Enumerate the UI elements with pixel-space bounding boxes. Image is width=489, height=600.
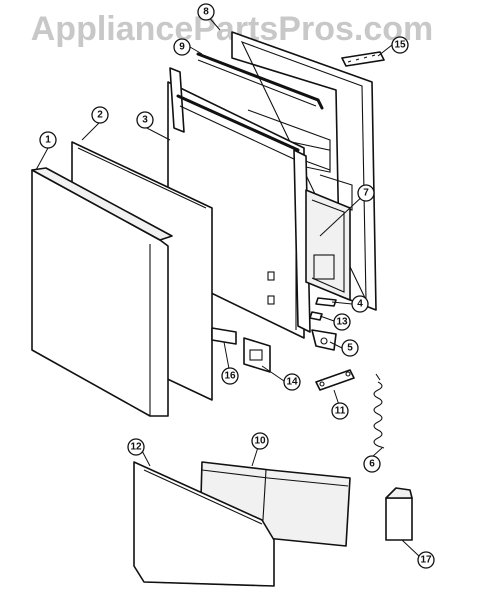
- part-13-screw: [309, 311, 323, 321]
- part-17-bracket: [385, 487, 413, 541]
- callout-2: 2: [91, 106, 109, 124]
- callout-7: 7: [357, 184, 375, 202]
- leader-lines: [35, 13, 421, 558]
- callout-14-label: 14: [286, 377, 298, 388]
- callout-8: 8: [197, 3, 215, 21]
- callout-13-label: 13: [336, 317, 348, 328]
- callout-15-label: 15: [394, 40, 406, 51]
- part-14-latch-plate: [243, 337, 271, 373]
- part-11-link: [315, 369, 355, 391]
- callout-1: 1: [39, 131, 57, 149]
- part-9-top-bracket: [196, 52, 324, 110]
- callout-9: 9: [173, 38, 191, 56]
- callout-12-label: 12: [130, 442, 142, 453]
- callout-5: 5: [341, 339, 359, 357]
- part-16-clip: [211, 327, 237, 345]
- callout-17-label: 17: [420, 555, 432, 566]
- callout-4: 4: [351, 295, 369, 313]
- callout-13: 13: [333, 313, 351, 331]
- callout-5-label: 5: [347, 343, 353, 354]
- callout-16: 16: [221, 367, 239, 385]
- callout-8-label: 8: [203, 7, 209, 18]
- callout-3-label: 3: [142, 115, 148, 126]
- part-6-door-spring: [373, 373, 385, 449]
- callout-4-label: 4: [357, 299, 363, 310]
- part-15-vent: [341, 51, 385, 67]
- callout-11: 11: [331, 402, 349, 420]
- callout-14: 14: [283, 373, 301, 391]
- callout-11-label: 11: [335, 406, 346, 417]
- callout-2-label: 2: [97, 110, 103, 121]
- callout-17: 17: [417, 551, 435, 569]
- callout-12: 12: [127, 438, 145, 456]
- callout-10-label: 10: [254, 436, 266, 447]
- callout-9-label: 9: [179, 42, 185, 53]
- callout-1-label: 1: [45, 135, 51, 146]
- callout-6: 6: [363, 455, 381, 473]
- part-7-control-assembly: [305, 189, 351, 301]
- part-1-outer-door: [31, 167, 173, 417]
- callout-16-label: 16: [224, 371, 236, 382]
- callout-15: 15: [391, 36, 409, 54]
- part-4-hinge-pin: [315, 297, 337, 307]
- callout-3: 3: [136, 111, 154, 129]
- callout-10: 10: [251, 432, 269, 450]
- part-12-bottom-panel: [133, 461, 275, 587]
- callout-6-label: 6: [369, 459, 375, 470]
- callout-7-label: 7: [363, 188, 369, 199]
- part-5-hinge-bracket: [311, 329, 337, 351]
